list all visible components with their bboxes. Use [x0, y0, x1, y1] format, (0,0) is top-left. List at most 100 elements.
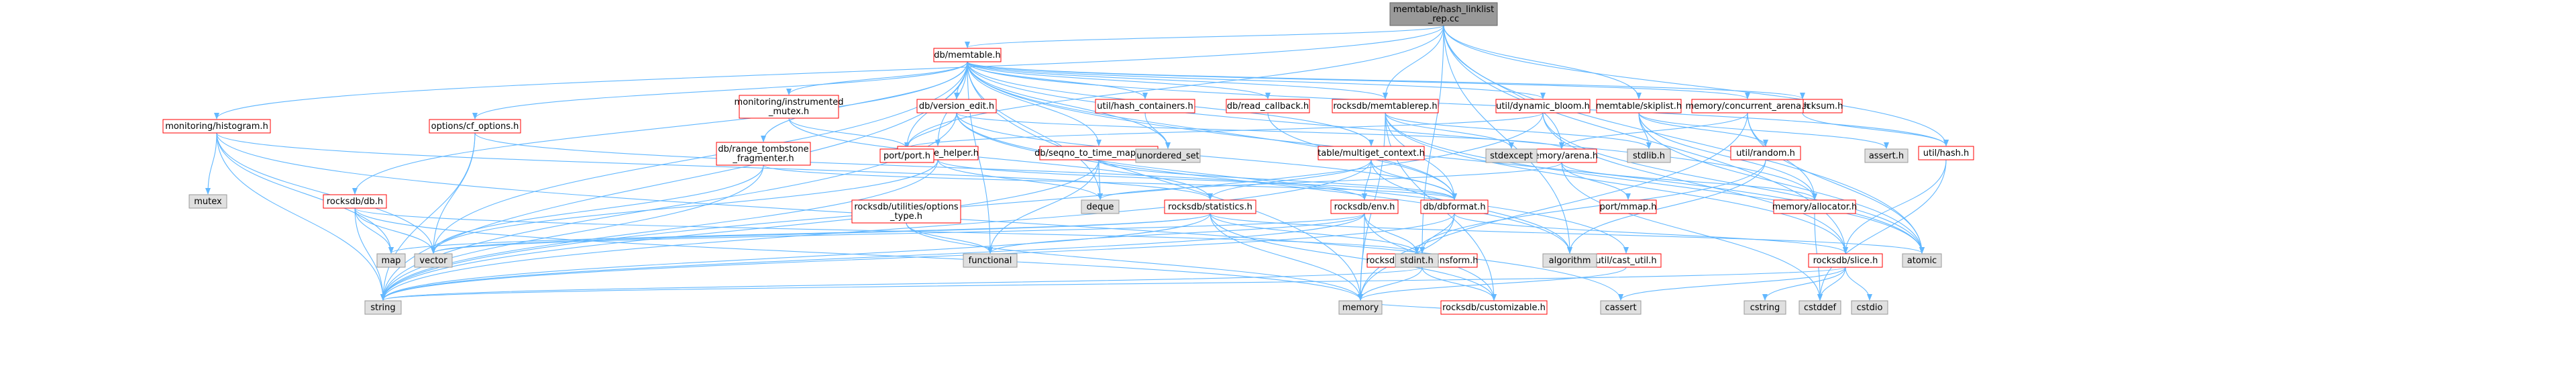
edge-arena_h-to-mmap_h [1561, 162, 1631, 200]
edge-skiplist_h-to-allocator_h [1638, 112, 1817, 200]
edge-range_tombstone_h-to-string [380, 164, 764, 301]
node-cassert: cassert [1600, 300, 1642, 315]
node-label: cstddef [1804, 303, 1837, 313]
edge-hash_containers_h-to-unordered_set [1144, 112, 1171, 149]
edge-env_h-to-memory [1358, 213, 1365, 301]
edge-memtable_h-to-allocator_h [967, 61, 1817, 200]
node-string: string [364, 300, 402, 315]
edge-merge_helper_h-to-vector [431, 159, 938, 254]
edge-options_type_h-to-memory [906, 222, 1363, 301]
node-statistics-h[interactable]: rocksdb/statistics.h [1164, 199, 1256, 214]
edge-memtablerep_h-to-stdexcept [1385, 112, 1514, 149]
edge-memtablerep_h-to-atomic [1385, 112, 1925, 254]
node-layer: memtable/hash_linklist_rep.cc db/memtable… [162, 2, 1974, 315]
edge-options_type_h-to-functional [906, 222, 993, 254]
edge-version_edit_h-to-arena_h [956, 112, 1564, 149]
node-hash-h[interactable]: util/hash.h [1918, 146, 1974, 160]
node-range-tombstone-h[interactable]: db/range_tombstone_fragmenter.h [716, 142, 811, 166]
node-label: options/cf_options.h [431, 122, 519, 132]
node-dynamic-bloom-h[interactable]: util/dynamic_bloom.h [1495, 99, 1591, 113]
node-box [916, 99, 997, 113]
node-label: memory/allocator.h [1772, 202, 1858, 212]
edge-slice_h-to-string [380, 267, 1846, 301]
edge-root-to-port_h [904, 25, 1444, 149]
node-options-type-h[interactable]: rocksdb/utilities/options_type.h [851, 199, 961, 224]
edge-root-to-memtable_h [965, 25, 1444, 48]
edge-skiplist_h-to-random_h [1638, 112, 1768, 146]
edge-multiget_h-to-statistics_h [1208, 159, 1372, 200]
node-box [1542, 253, 1597, 268]
node-port-h[interactable]: port/port.h [879, 148, 934, 163]
node-box [1081, 199, 1120, 214]
node-customizable-h[interactable]: rocksdb/customizable.h [1440, 300, 1548, 315]
edge-random_h-to-algorithm [1567, 159, 1766, 254]
node-mmap-h[interactable]: port/mmap.h [1599, 199, 1657, 214]
node-memory: memory [1338, 300, 1383, 315]
node-label: util/random.h [1736, 148, 1795, 158]
node-box [162, 119, 271, 134]
edge-concurrent_arena_h-to-atomic [1747, 112, 1925, 254]
node-box [1627, 148, 1671, 163]
node-cf-options-h[interactable]: options/cf_options.h [429, 119, 521, 134]
node-concurrent-arena-h[interactable]: memory/concurrent_arena.h [1685, 99, 1810, 113]
edge-memtable_h-to-string [380, 61, 968, 301]
node-box [1332, 99, 1439, 113]
edge-slice_h-to-cstddef [1817, 267, 1846, 301]
node-random-h[interactable]: util/random.h [1730, 146, 1801, 160]
node-arena-h[interactable]: memory/arena.h [1525, 148, 1598, 163]
node-label: atomic [1907, 256, 1937, 266]
edge-hash_h-to-cstddef [1817, 159, 1947, 301]
node-rocksdb-db-h[interactable]: rocksdb/db.h [323, 194, 387, 209]
node-label: functional [969, 256, 1012, 266]
node-box [739, 95, 839, 119]
edge-seqno_h-to-dbformat_h [1098, 159, 1457, 200]
edge-dbformat_h-to-string [380, 213, 1455, 301]
node-slice-h[interactable]: rocksdb/slice.h [1808, 253, 1883, 268]
node-allocator-h[interactable]: memory/allocator.h [1772, 199, 1858, 214]
edge-memtable_h-to-seqno_h [967, 61, 1102, 146]
node-box [1135, 148, 1201, 163]
edge-memtable_h-to-concurrent_arena_h [967, 61, 1750, 99]
edge-concurrent_arena_h-to-arena_h [1559, 112, 1748, 149]
edge-skiplist_h-to-atomic [1638, 112, 1925, 254]
node-box [1799, 300, 1841, 315]
edge-rocksdb_db_h-to-memory [354, 207, 1363, 301]
node-box [1600, 300, 1642, 315]
node-label: port/port.h [883, 151, 930, 161]
edge-cf_options_h-to-env_h [474, 132, 1367, 200]
node-box [1864, 148, 1909, 163]
node-label: map [382, 256, 401, 266]
node-label: rocksdb/utilities/options [854, 202, 958, 212]
node-dbformat-h[interactable]: db/dbformat.h [1420, 199, 1489, 214]
node-label: cstdio [1857, 303, 1883, 313]
edge-range_tombstone_h-to-vector [431, 164, 764, 254]
node-label: util/dynamic_bloom.h [1496, 101, 1590, 111]
node-memtablerep-h[interactable]: rocksdb/memtablerep.h [1332, 99, 1439, 113]
node-box [1743, 300, 1786, 315]
node-cast-util-h[interactable]: util/cast_util.h [1591, 253, 1662, 268]
node-hash-containers-h[interactable]: util/hash_containers.h [1095, 99, 1195, 113]
node-label: algorithm [1549, 256, 1591, 266]
node-box [1902, 253, 1942, 268]
node-skiplist-h[interactable]: memtable/skiplist.h [1596, 99, 1682, 113]
edge-histogram_h-to-vector [216, 132, 436, 254]
node-seqno-h[interactable]: db/seqno_to_time_mapping.h [1034, 146, 1163, 160]
node-box [933, 48, 1002, 62]
node-root[interactable]: memtable/hash_linklist_rep.cc [1389, 2, 1498, 26]
node-box [323, 194, 387, 209]
node-label: cassert [1605, 303, 1636, 313]
node-instrumented-mutex-h[interactable]: monitoring/instrumented_mutex.h [735, 95, 844, 119]
node-label: table/multiget_context.h [1318, 148, 1425, 158]
node-histogram-h[interactable]: monitoring/histogram.h [162, 119, 271, 134]
node-box [963, 253, 1018, 268]
edge-dynamic_bloom_h-to-string [380, 112, 1544, 301]
edge-env_h-to-vector [431, 213, 1365, 254]
node-read-callback-h[interactable]: db/read_callback.h [1226, 99, 1310, 113]
node-memtable-h[interactable]: db/memtable.h [933, 48, 1002, 62]
node-box [1226, 99, 1310, 113]
node-version-edit-h[interactable]: db/version_edit.h [916, 99, 997, 113]
node-multiget-h[interactable]: table/multiget_context.h [1318, 146, 1425, 160]
node-box [1318, 146, 1425, 160]
node-env-h[interactable]: rocksdb/env.h [1330, 199, 1399, 214]
